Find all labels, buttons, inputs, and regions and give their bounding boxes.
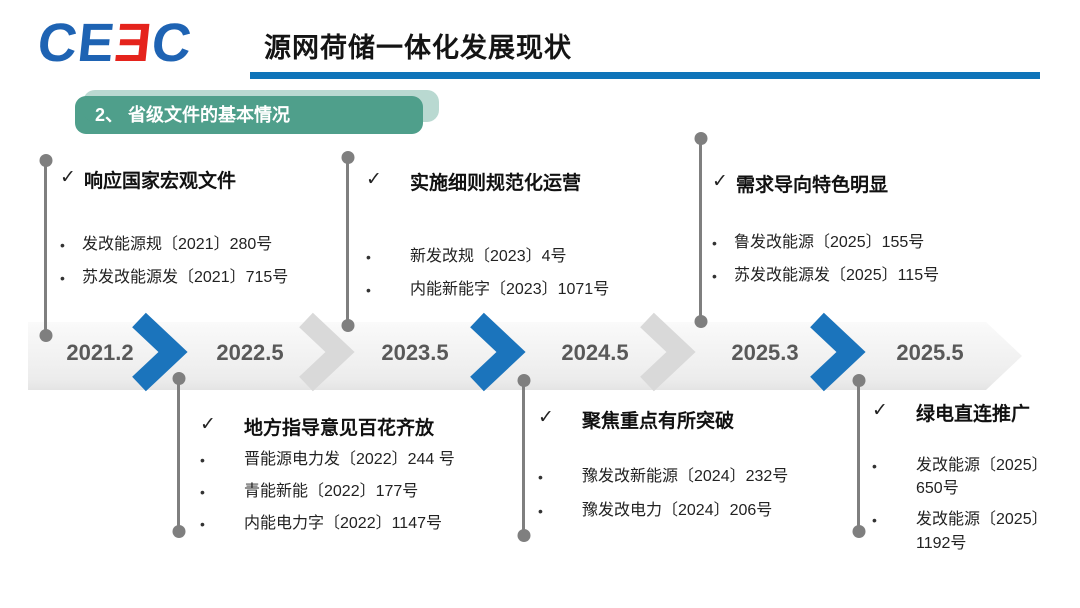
bottom-block-3: ✓ 绿电直连推广 • 发改能源〔2025〕650号 • 发改能源〔2025〕11… — [872, 399, 1064, 563]
bullet-text: 发改能源规〔2021〕280号 — [82, 236, 273, 253]
block-heading: ✓ 聚焦重点有所突破 — [538, 406, 850, 433]
list-item: • 青能新能〔2022〕177号 — [200, 480, 530, 503]
block-heading: ✓ 响应国家宏观文件 — [60, 166, 292, 193]
chevron-right-icon — [810, 312, 866, 392]
list-item: • 内能电力字〔2022〕1147号 — [200, 512, 530, 535]
bullet-icon: • — [60, 270, 65, 287]
chevron-right-icon — [470, 312, 526, 392]
list-item: • 苏发改能源发〔2021〕715号 — [60, 266, 292, 289]
connector-line — [857, 380, 860, 532]
list-item: • 内能新能字〔2023〕1071号 — [366, 278, 678, 301]
chevron-right-icon — [299, 312, 355, 392]
bullet-text: 青能新能〔2022〕177号 — [244, 483, 419, 501]
title-underline — [250, 72, 1040, 79]
bullet-list: • 晋能源电力发〔2022〕244 号 • 青能新能〔2022〕177号 • 内… — [200, 448, 530, 536]
list-item: • 豫发改电力〔2024〕206号 — [538, 499, 850, 522]
chevron-right-icon — [132, 312, 188, 392]
bullet-icon: • — [872, 458, 877, 474]
ceec-logo: CEƎC — [34, 13, 196, 73]
timeline-date: 2025.5 — [896, 340, 964, 365]
chevron-right-icon — [640, 312, 696, 392]
bullet-icon: • — [712, 268, 717, 285]
top-block-3: ✓ 需求导向特色明显 • 鲁发改能源〔2025〕155号 • 苏发改能源发〔20… — [712, 170, 1012, 297]
bullet-icon: • — [538, 469, 543, 485]
list-item: • 晋能源电力发〔2022〕244 号 — [200, 448, 530, 471]
page-title: 源网荷储一体化发展现状 — [264, 33, 572, 63]
check-icon: ✓ — [538, 407, 554, 428]
bullet-icon: • — [538, 503, 543, 520]
connector-line — [177, 378, 180, 532]
bullet-list: • 发改能源〔2025〕650号 • 发改能源〔2025〕1192号 — [872, 454, 1064, 555]
bullet-text: 鲁发改能源〔2025〕155号 — [734, 234, 925, 251]
timeline-date: 2021.2 — [66, 340, 134, 365]
bullet-text: 晋能源电力发〔2022〕244 号 — [244, 451, 455, 468]
connector-line — [699, 138, 702, 322]
bullet-list: • 鲁发改能源〔2025〕155号 • 苏发改能源发〔2025〕115号 — [712, 231, 1012, 287]
check-icon: ✓ — [872, 400, 888, 421]
timeline-date: 2025.3 — [731, 340, 799, 365]
list-item: • 发改能源〔2025〕1192号 — [872, 508, 1064, 554]
bullet-list: • 新发改规〔2023〕4号 • 内能新能字〔2023〕1071号 — [366, 245, 678, 301]
block-title: 地方指导意见百花齐放 — [244, 418, 435, 439]
section-badge: 2、 省级文件的基本情况 — [75, 90, 439, 134]
block-heading: ✓ 实施细则规范化运营 — [366, 168, 678, 195]
bullet-icon: • — [366, 282, 371, 299]
block-title: 实施细则规范化运营 — [410, 173, 582, 194]
check-icon: ✓ — [712, 171, 728, 192]
logo-letter: C — [34, 13, 82, 73]
timeline-date: 2024.5 — [561, 340, 629, 365]
check-icon: ✓ — [366, 169, 382, 190]
bullet-icon: • — [200, 452, 205, 468]
list-item: • 豫发改新能源〔2024〕232号 — [538, 465, 850, 488]
timeline-date: 2022.5 — [216, 340, 284, 365]
connector-line — [346, 157, 349, 326]
block-title: 响应国家宏观文件 — [84, 171, 237, 192]
connector-line — [44, 160, 47, 336]
bullet-text: 内能电力字〔2022〕1147号 — [244, 515, 443, 533]
list-item: • 鲁发改能源〔2025〕155号 — [712, 231, 1012, 254]
logo-letter: E — [74, 13, 119, 73]
timeline-date: 2023.5 — [381, 340, 449, 365]
bullet-text: 内能新能字〔2023〕1071号 — [410, 281, 610, 299]
list-item: • 发改能源规〔2021〕280号 — [60, 233, 292, 256]
bullet-text: 苏发改能源发〔2025〕115号 — [734, 267, 940, 285]
bullet-text: 豫发改新能源〔2024〕232号 — [582, 468, 789, 485]
logo-letter: C — [148, 13, 196, 73]
top-block-1: ✓ 响应国家宏观文件 • 发改能源规〔2021〕280号 • 苏发改能源发〔20… — [60, 166, 292, 299]
check-icon: ✓ — [60, 167, 76, 188]
bullet-list: • 豫发改新能源〔2024〕232号 • 豫发改电力〔2024〕206号 — [538, 465, 850, 522]
block-title: 绿电直连推广 — [916, 404, 1031, 425]
bullet-list: • 发改能源规〔2021〕280号 • 苏发改能源发〔2021〕715号 — [60, 233, 292, 289]
bullet-text: 新发改规〔2023〕4号 — [410, 248, 567, 265]
list-item: • 发改能源〔2025〕650号 — [872, 454, 1064, 500]
bullet-icon: • — [712, 235, 717, 251]
block-heading: ✓ 地方指导意见百花齐放 — [200, 413, 530, 440]
bullet-icon: • — [200, 516, 205, 533]
block-heading: ✓ 需求导向特色明显 — [712, 170, 1012, 197]
connector-line — [522, 380, 525, 536]
bottom-block-1: ✓ 地方指导意见百花齐放 • 晋能源电力发〔2022〕244 号 • 青能新能〔… — [200, 413, 530, 545]
bullet-icon: • — [366, 249, 371, 265]
block-heading: ✓ 绿电直连推广 — [872, 399, 1064, 426]
bullet-text: 发改能源〔2025〕650号 — [916, 457, 1048, 498]
bullet-icon: • — [200, 484, 205, 501]
top-block-2: ✓ 实施细则规范化运营 • 新发改规〔2023〕4号 • 内能新能字〔2023〕… — [366, 168, 678, 311]
list-item: • 新发改规〔2023〕4号 — [366, 245, 678, 268]
bullet-text: 苏发改能源发〔2021〕715号 — [82, 269, 289, 287]
check-icon: ✓ — [200, 414, 216, 435]
bullet-text: 豫发改电力〔2024〕206号 — [582, 502, 773, 520]
bottom-block-2: ✓ 聚焦重点有所突破 • 豫发改新能源〔2024〕232号 • 豫发改电力〔20… — [538, 406, 850, 533]
bullet-text: 发改能源〔2025〕1192号 — [916, 511, 1048, 552]
bullet-icon: • — [60, 237, 65, 253]
block-title: 需求导向特色明显 — [736, 175, 889, 196]
block-title: 聚焦重点有所突破 — [582, 411, 735, 432]
bullet-icon: • — [872, 512, 877, 529]
list-item: • 苏发改能源发〔2025〕115号 — [712, 264, 1012, 287]
